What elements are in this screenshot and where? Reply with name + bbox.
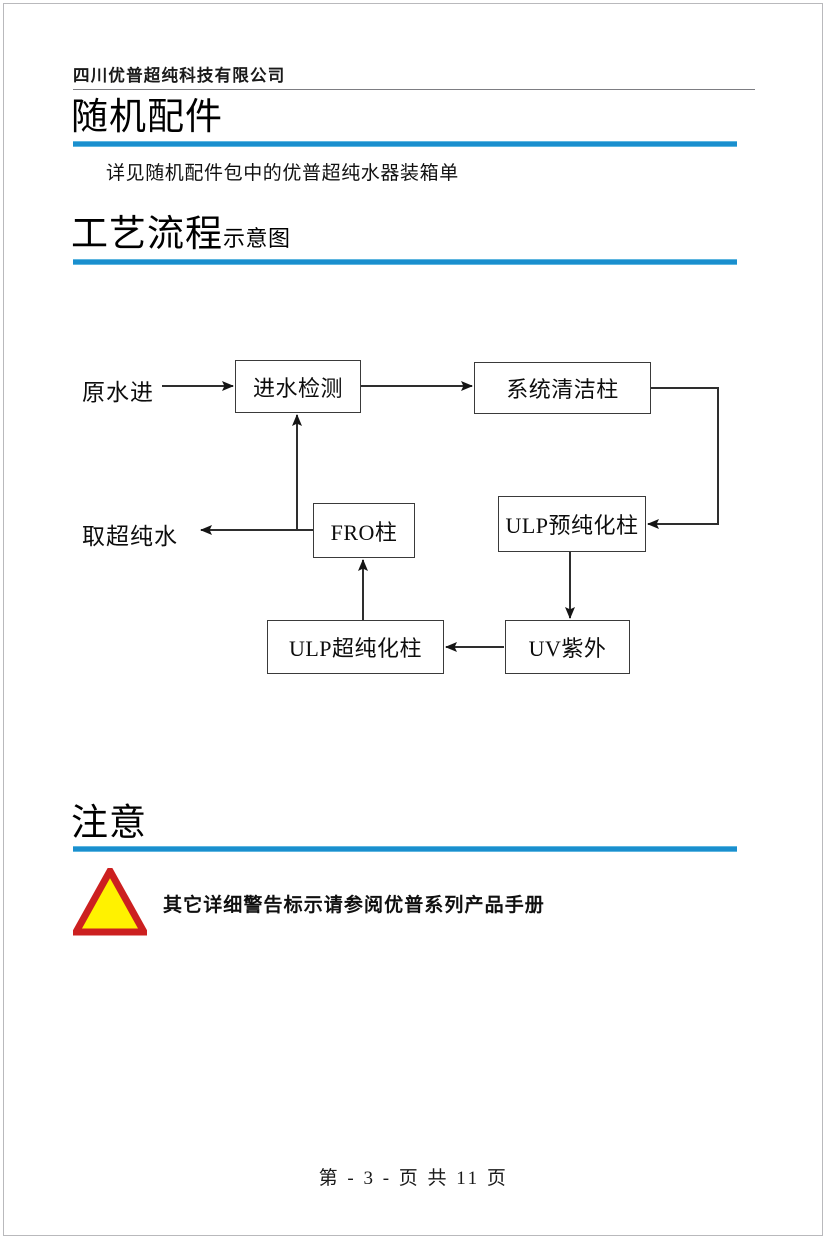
section-title-main: 注意 — [71, 803, 147, 844]
flow-box-ulp-pre-column: ULP预纯化柱 — [498, 496, 646, 552]
section-heading-accessories: 随机配件 — [71, 99, 223, 136]
section-rule-accessories — [73, 141, 737, 147]
flow-box-uv: UV紫外 — [505, 620, 630, 674]
flow-label-raw-water-in: 原水进 — [82, 380, 154, 405]
section-rule-process — [73, 259, 737, 265]
section-body-accessories: 详见随机配件包中的优普超纯水器装箱单 — [106, 163, 459, 184]
section-heading-notice: 注意 — [71, 805, 147, 842]
section-heading-process: 工艺流程示意图 — [71, 216, 291, 253]
flow-box-ulp-ultra-column: ULP超纯化柱 — [267, 620, 444, 674]
header-divider — [73, 89, 755, 90]
flow-box-clean-column: 系统清洁柱 — [474, 362, 651, 414]
section-title-main: 随机配件 — [71, 97, 223, 138]
flow-box-fro-column: FRO柱 — [313, 503, 415, 558]
document-header-company: 四川优普超纯科技有限公司 — [73, 67, 286, 85]
warning-triangle-icon — [73, 868, 147, 936]
flow-label-uhp-water-out: 取超纯水 — [82, 524, 178, 549]
section-title-sub: 示意图 — [223, 226, 291, 251]
section-rule-notice — [73, 846, 737, 852]
warning-text: 其它详细警告标示请参阅优普系列产品手册 — [163, 895, 545, 916]
page-footer: 第 - 3 - 页 共 11 页 — [318, 1168, 509, 1189]
flow-box-inlet-test: 进水检测 — [235, 360, 361, 413]
section-title-main: 工艺流程 — [71, 214, 223, 255]
